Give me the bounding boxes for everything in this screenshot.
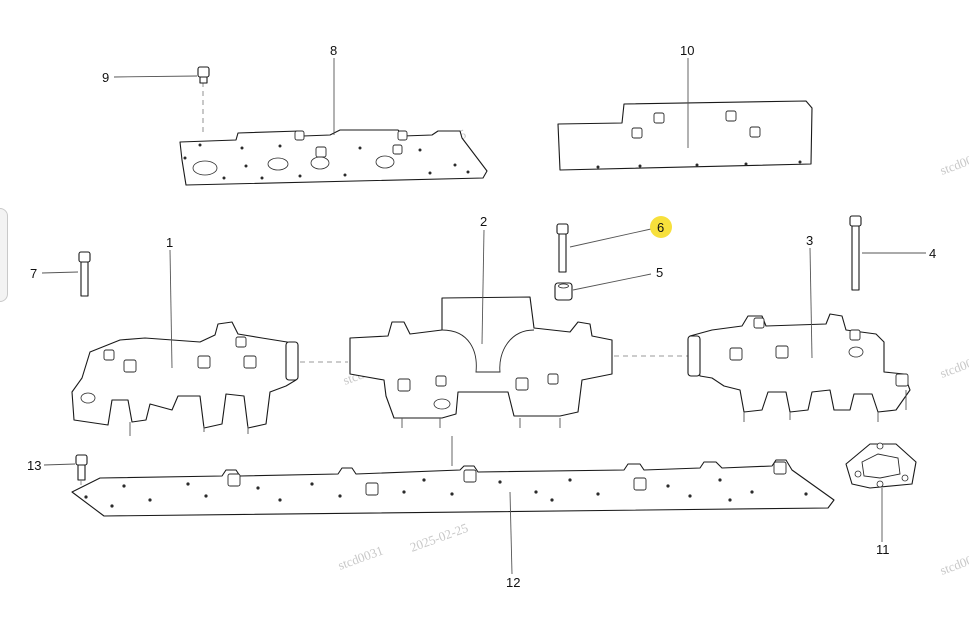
callout-12[interactable]: 12 [506, 575, 520, 590]
part-13-bolt[interactable] [75, 454, 88, 481]
part-7-bolt[interactable] [78, 251, 91, 297]
callout-highlight [650, 216, 672, 238]
part-10-heat-shield[interactable] [557, 100, 813, 171]
callout-11[interactable]: 11 [876, 542, 890, 557]
callout-2[interactable]: 2 [480, 214, 487, 229]
part-1-exhaust-manifold-left[interactable] [71, 321, 299, 436]
watermark: stcd0031 [938, 351, 969, 381]
watermark: stcd0031 [938, 148, 969, 178]
callout-3[interactable]: 3 [806, 233, 813, 248]
part-9-bolt[interactable] [197, 66, 210, 84]
watermark: stcd0031 [336, 543, 385, 573]
part-4-bolt[interactable] [849, 215, 862, 291]
part-2-exhaust-manifold-center[interactable] [349, 296, 613, 428]
callout-8[interactable]: 8 [330, 43, 337, 58]
callout-5[interactable]: 5 [656, 265, 663, 280]
callout-10[interactable]: 10 [680, 43, 694, 58]
part-8-heat-shield[interactable] [179, 129, 488, 186]
watermark: 2025-02-25 [408, 520, 470, 555]
part-6-bolt[interactable] [556, 223, 569, 273]
callout-7[interactable]: 7 [30, 266, 37, 281]
part-11-gasket[interactable] [845, 442, 917, 489]
part-5-spacer[interactable] [554, 282, 573, 301]
callout-labels: 1 2 3 4 5 6 7 8 9 10 11 12 13 [27, 43, 936, 590]
callout-4[interactable]: 4 [929, 246, 936, 261]
callout-9[interactable]: 9 [102, 70, 109, 85]
leader-lines [41, 58, 926, 575]
watermark: stcd0031 [938, 548, 969, 578]
callout-13[interactable]: 13 [27, 458, 41, 473]
part-12-manifold-gasket[interactable] [71, 459, 835, 517]
part-3-exhaust-manifold-right[interactable] [687, 313, 911, 422]
callout-1[interactable]: 1 [166, 235, 173, 250]
callout-6[interactable]: 6 [657, 220, 664, 235]
